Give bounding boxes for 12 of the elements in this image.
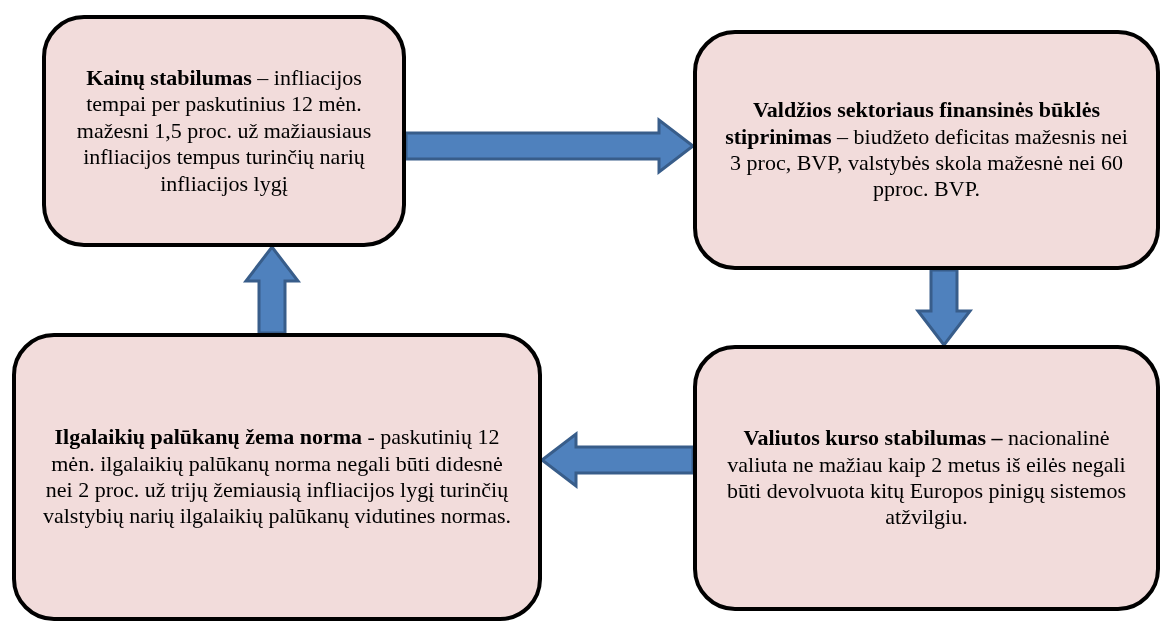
- block-arrow: [539, 430, 695, 490]
- block-arrow: [914, 268, 974, 348]
- box-text: Valiutos kurso stabilumas – nacionalinė valiuta ne mažiau kaip 2 metus iš eilės negali būti devolvuota kitų Europos pinigų sistemos atžvilgiu.: [725, 425, 1127, 531]
- rounded-box: [693, 345, 1160, 611]
- box-text: Kainų stabilumas – infliacijos tempai per paskutinius 12 mėn. mažesni 1,5 proc. už mažiausiaus infliacijos tempus turinčių narių infliacijos lygį: [75, 65, 373, 197]
- rounded-box: [12, 333, 542, 621]
- block-arrow: [404, 116, 696, 176]
- box-text: Valdžios sektoriaus finansinės būklės stiprinimas – biudžeto deficitas mažesnis nei 3 proc, BVP, valstybės skola mažesnė nei 60 pproc. BVP.: [724, 97, 1129, 203]
- rounded-box: [693, 30, 1160, 270]
- rounded-box: [42, 15, 406, 247]
- block-arrow: [242, 244, 302, 335]
- box-text: Ilgalaikių palūkanų žema norma - paskutinių 12 mėn. ilgalaikių palūkanų norma negali būti didesnė nei 2 proc. už trijų žemiausią infliacijos lygį turinčių valstybių narių ilgalaikių palūkanų vidutines normas.: [42, 424, 512, 530]
